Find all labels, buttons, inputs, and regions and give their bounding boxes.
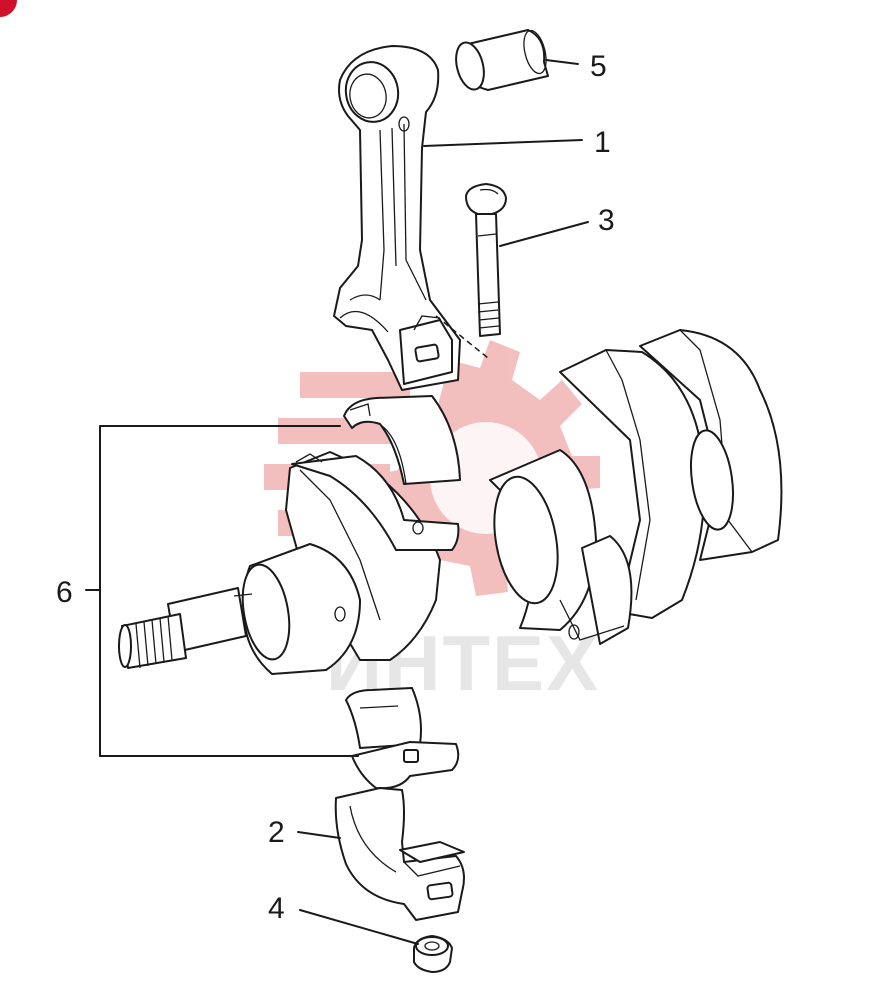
lower-bearing-shell-cap-half (351, 741, 460, 790)
callout-label-2: 2 (268, 816, 285, 849)
upper-bearing-shell-lower-half (291, 453, 460, 551)
callout-label-5: 5 (590, 50, 607, 83)
rod-bolt-part (465, 183, 507, 337)
lower-bearing-shell (345, 687, 422, 749)
callout-label-6: 6 (56, 576, 73, 609)
connecting-rod-part (333, 45, 461, 391)
callout-label-3: 3 (598, 204, 615, 237)
rod-nut-part (413, 935, 453, 973)
corner-badge (0, 0, 17, 17)
callout-label-4: 4 (268, 892, 285, 925)
rod-cap-part (334, 787, 465, 921)
callout-label-1: 1 (594, 126, 611, 159)
bushing-part (455, 29, 549, 91)
upper-bearing-shell (343, 395, 461, 485)
crankshaft-part (118, 329, 783, 675)
